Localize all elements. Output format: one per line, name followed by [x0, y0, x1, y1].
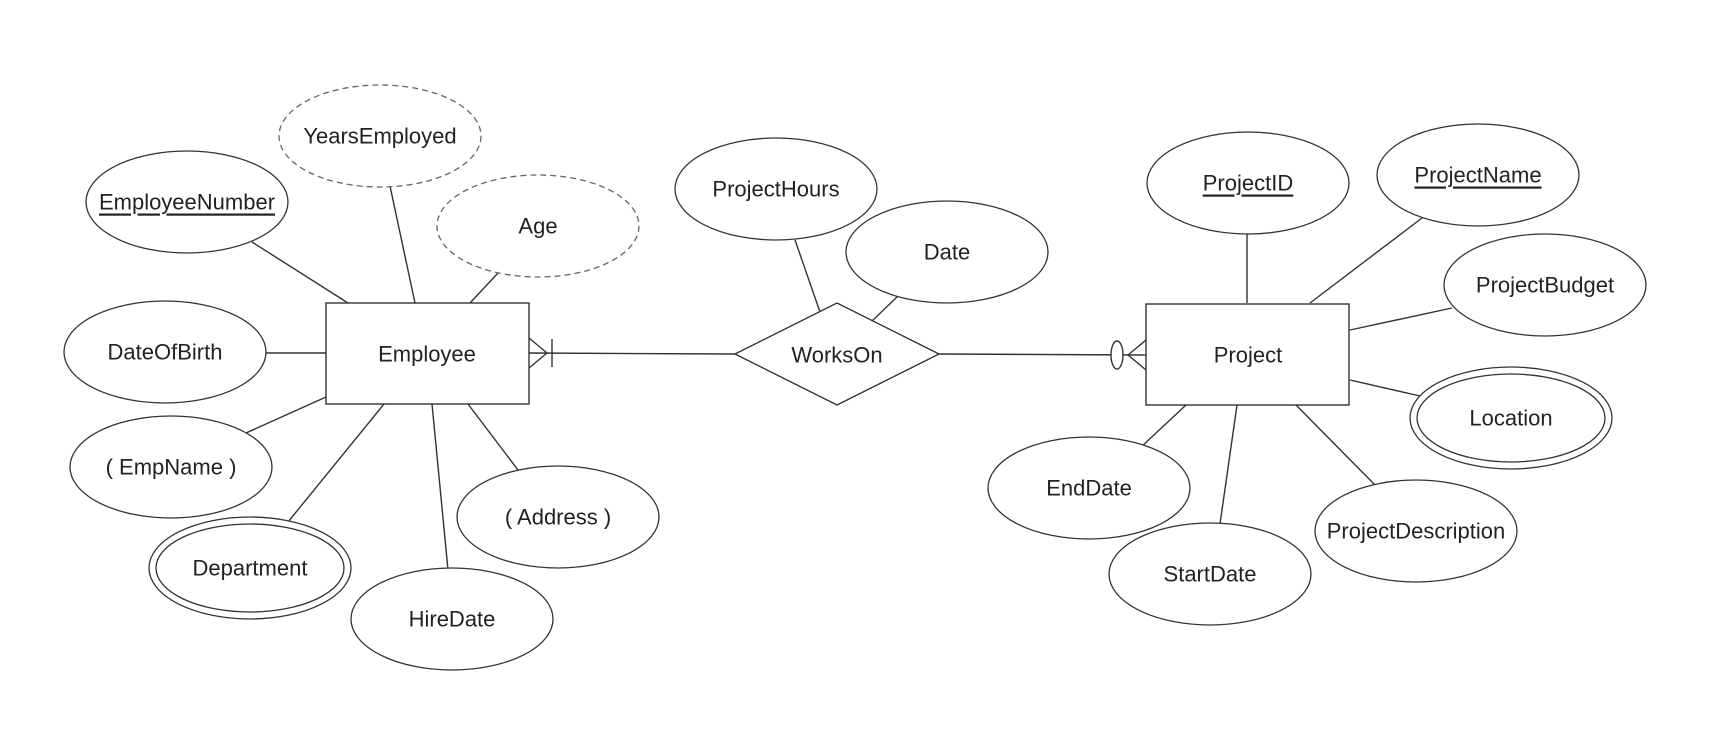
connector-start-date [1219, 404, 1238, 525]
multivalued-attribute-label: Department [193, 556, 308, 581]
attribute-project-description: ProjectDescription [1314, 479, 1518, 583]
attribute-emp-name: ( EmpName ) [69, 415, 273, 519]
attribute-ellipse [674, 137, 878, 241]
attribute-end-date: EndDate [987, 436, 1191, 540]
attribute-label: ProjectBudget [1476, 273, 1614, 298]
connector-project-budget [1349, 307, 1453, 331]
connectors [245, 185, 1453, 571]
attribute-label: Date [924, 240, 970, 265]
connector-location [1349, 379, 1421, 397]
connector-hire-date [431, 403, 449, 571]
attribute-date: Date [845, 200, 1049, 304]
attribute-project-budget: ProjectBudget [1443, 233, 1647, 337]
attribute-label: EndDate [1046, 476, 1132, 501]
crowfoot-lower [528, 352, 548, 369]
connector-address [467, 403, 519, 471]
connector-age [469, 272, 499, 304]
crowfoot-upper [1127, 339, 1147, 356]
crowfoot-lower [1127, 354, 1147, 371]
connector-employee-number [251, 241, 349, 304]
attribute-date-of-birth: DateOfBirth [63, 300, 267, 404]
connector-employee-worksOn [528, 352, 736, 355]
cardinality-employee-side [528, 337, 553, 369]
cardinality-project-side [1110, 339, 1147, 371]
connector-department [287, 403, 385, 523]
attribute-label: Age [518, 214, 557, 239]
entity-employee: Employee [325, 302, 530, 405]
attribute-project-id: ProjectID [1146, 131, 1350, 235]
connector-date [869, 295, 899, 324]
connector-project-name [1309, 217, 1423, 304]
entity-project: Project [1145, 303, 1350, 406]
entity-rect [325, 302, 530, 405]
entity-label: Employee [378, 342, 476, 367]
crowfoot-upper [528, 337, 548, 354]
entity-rect [1145, 303, 1350, 406]
attribute-label: HireDate [409, 607, 496, 632]
attribute-label: StartDate [1164, 562, 1257, 587]
attribute-label: ProjectHours [712, 177, 839, 202]
attribute-label: ( EmpName ) [106, 455, 237, 480]
attribute-ellipse-inner [155, 523, 345, 613]
optional-circle [1110, 340, 1124, 370]
attribute-ellipse [63, 300, 267, 404]
attribute-ellipse [1314, 479, 1518, 583]
connector-years-employed [389, 185, 416, 304]
connector-end-date [1139, 404, 1187, 449]
attribute-project-hours: ProjectHours [674, 137, 878, 241]
attribute-employee-number: EmployeeNumber [85, 150, 289, 254]
attribute-ellipse [456, 465, 660, 569]
relationship-diamond [733, 302, 941, 406]
attribute-label: DateOfBirth [108, 340, 223, 365]
primary-key-label: ProjectName [1414, 163, 1541, 188]
attribute-start-date: StartDate [1108, 522, 1312, 626]
attribute-ellipse [1146, 131, 1350, 235]
connector-project-hours [794, 239, 821, 313]
attribute-label: ProjectDescription [1327, 519, 1506, 544]
attribute-ellipse [1376, 123, 1580, 227]
attribute-address: ( Address ) [456, 465, 660, 569]
relationship-label: WorksOn [791, 343, 882, 368]
attribute-location: Location [1409, 366, 1613, 470]
primary-key-label: EmployeeNumber [99, 190, 275, 215]
entity-label: Project [1214, 343, 1282, 368]
attribute-ellipse [1108, 522, 1312, 626]
attribute-department: Department [148, 516, 352, 620]
attribute-age: Age [436, 174, 640, 278]
primary-key-label: ProjectID [1203, 171, 1293, 196]
attribute-years-employed: YearsEmployed [278, 84, 482, 188]
attribute-ellipse [85, 150, 289, 254]
attribute-label: YearsEmployed [303, 124, 456, 149]
attribute-ellipse [278, 84, 482, 188]
attribute-ellipse [987, 436, 1191, 540]
attribute-hire-date: HireDate [350, 567, 554, 671]
attribute-ellipse [350, 567, 554, 671]
multivalued-attribute-label: Location [1469, 406, 1552, 431]
attribute-label: ( Address ) [505, 505, 611, 530]
attribute-ellipse [69, 415, 273, 519]
relationship-works-on: WorksOn [733, 302, 941, 406]
connector-emp-name [245, 396, 327, 434]
attribute-ellipse [1443, 233, 1647, 337]
attribute-ellipse-inner [1416, 373, 1606, 463]
attribute-ellipse [845, 200, 1049, 304]
connector-project-description [1295, 404, 1377, 487]
attribute-ellipse [436, 174, 640, 278]
attribute-project-name: ProjectName [1376, 123, 1580, 227]
